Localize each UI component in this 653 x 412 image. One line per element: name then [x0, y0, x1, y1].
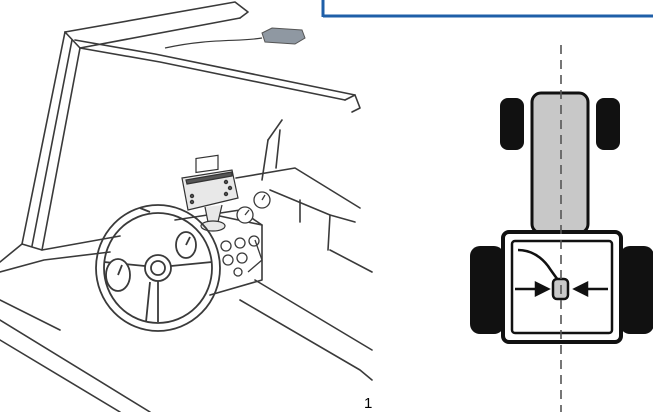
tractor-top-view	[470, 45, 653, 412]
rear-left-tire	[470, 246, 504, 334]
front-left-tire	[500, 98, 524, 150]
page-number: 1	[364, 395, 373, 412]
cab-illustration	[0, 1, 373, 412]
guidance-display-icon	[181, 154, 239, 232]
centering-arrows	[515, 280, 608, 298]
front-right-tire	[596, 98, 620, 150]
rear-right-tire	[620, 246, 653, 334]
dash-gauges	[220, 191, 271, 277]
header-frame	[321, 0, 653, 18]
tractor-hood	[530, 91, 590, 235]
steering-wheel-icon	[95, 204, 221, 332]
gps-antenna-icon	[164, 27, 306, 49]
